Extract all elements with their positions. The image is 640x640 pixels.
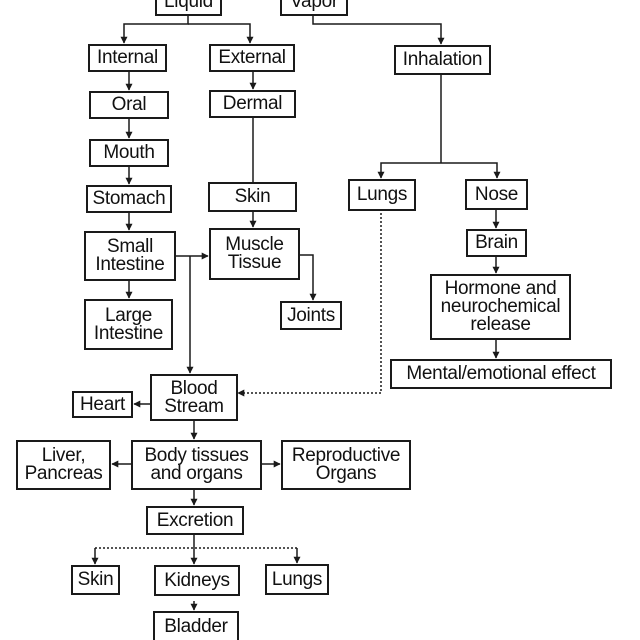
node-inhalation: Inhalation (394, 45, 491, 75)
node-stomach: Stomach (86, 185, 172, 213)
node-joints: Joints (280, 301, 342, 330)
node-external: External (209, 44, 295, 72)
node-dermal: Dermal (209, 90, 296, 118)
node-internal: Internal (88, 44, 167, 72)
node-nose: Nose (465, 179, 528, 210)
node-excretion: Excretion (146, 506, 244, 535)
node-lungs-bottom: Lungs (265, 564, 329, 595)
node-bladder: Bladder (153, 611, 239, 640)
edge-lungs-blood-dotted (237, 213, 382, 397)
node-liquid: Liquid (155, 0, 222, 16)
node-lungs-top: Lungs (348, 179, 416, 211)
node-vapor: Vapor (280, 0, 348, 16)
node-oral: Oral (89, 91, 169, 119)
edge-inhalation-lungs (377, 162, 441, 179)
node-kidneys: Kidneys (154, 565, 240, 596)
node-hormone: Hormone and neurochemical release (430, 274, 571, 340)
node-skin-bottom: Skin (71, 565, 120, 595)
node-reproductive: Reproductive Organs (281, 440, 411, 490)
edge-liquid-internal (120, 16, 189, 44)
node-mouth: Mouth (89, 139, 169, 167)
node-large-intestine: Large Intestine (84, 299, 173, 350)
node-skin-top: Skin (208, 182, 297, 212)
edge-inhalation-nose (441, 162, 501, 179)
node-liver-pancreas: Liver, Pancreas (16, 440, 111, 490)
node-muscle-tissue: Muscle Tissue (209, 228, 300, 280)
node-blood-stream: Blood Stream (150, 374, 238, 421)
node-mental: Mental/emotional effect (390, 359, 612, 389)
node-heart: Heart (72, 391, 133, 418)
node-small-intestine: Small Intestine (84, 231, 176, 281)
edge-liquid-external (188, 23, 254, 44)
node-brain: Brain (466, 229, 527, 257)
edge-vapor-inhalation (312, 16, 445, 45)
edge-muscle-joints (300, 254, 317, 301)
node-body-tissues: Body tissues and organs (131, 440, 262, 490)
